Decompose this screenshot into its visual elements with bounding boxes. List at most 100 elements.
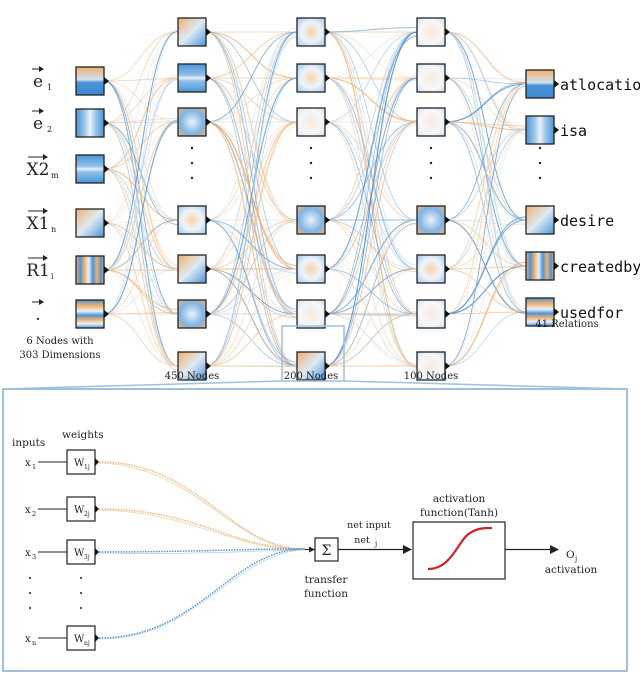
net-label: net — [354, 535, 370, 546]
connection-line — [444, 83, 527, 315]
hidden2-node — [296, 205, 330, 235]
connection-line — [103, 30, 179, 271]
ellipsis-dot — [429, 176, 433, 180]
connection-line — [324, 77, 418, 123]
weight-curves — [98, 461, 306, 640]
zoom-link-left — [2, 380, 283, 390]
layer1-label: 450 Nodes — [165, 371, 220, 382]
output-relation-label: atlocation — [560, 76, 640, 94]
vector-arrowhead — [39, 66, 44, 72]
connection-line — [205, 313, 298, 367]
ellipsis-dot — [190, 161, 194, 165]
weight-curve — [98, 462, 306, 551]
hidden1-node — [177, 205, 211, 235]
ellipsis-dot — [309, 176, 313, 180]
connection-line — [205, 365, 298, 368]
sum-symbol: Σ — [322, 543, 332, 559]
input-node — [75, 108, 109, 138]
weight-sub: 1j — [84, 464, 90, 471]
sum-input-arrowhead — [309, 546, 315, 553]
connection-line — [444, 85, 527, 367]
hidden2-node — [296, 63, 330, 93]
connection-line — [103, 30, 179, 124]
weight-label: W — [74, 505, 85, 516]
connection-line — [103, 312, 179, 315]
ellipsis-dot — [190, 176, 194, 180]
input-label: e — [33, 114, 43, 134]
outputs-caption: 41 Relations — [535, 319, 598, 330]
weight-curve — [98, 461, 306, 550]
ellipsis-dot — [538, 161, 542, 165]
connection-line — [444, 83, 527, 123]
weight-curve — [98, 549, 306, 554]
connection-line — [103, 222, 179, 315]
output-relation-label: createdby — [560, 258, 640, 276]
ellipsis-dot — [29, 577, 31, 579]
connection-line — [205, 121, 298, 315]
hidden2-node — [296, 254, 330, 284]
connection-line — [324, 223, 418, 367]
connection-line — [205, 268, 298, 315]
input-node — [75, 255, 109, 285]
hidden3-node — [416, 299, 450, 329]
ellipsis-dot — [29, 607, 31, 609]
connection-line — [205, 31, 298, 221]
neuron-input-sub: n — [32, 639, 36, 647]
input-label: X1 — [27, 214, 50, 234]
connection-line — [205, 273, 298, 367]
network-nodes — [75, 17, 559, 381]
weight-arrowhead — [95, 505, 99, 513]
net-input-label: net input — [347, 520, 391, 531]
connection-line — [103, 269, 179, 367]
hidden3-node — [416, 107, 450, 137]
connection-line — [444, 219, 527, 270]
highlight-box — [281, 325, 345, 382]
connection-line — [205, 219, 298, 315]
hidden1-node — [177, 351, 211, 381]
connection-line — [444, 121, 527, 127]
connection-line — [324, 77, 418, 122]
connection-line — [205, 121, 298, 367]
connection-line — [324, 32, 418, 123]
ellipsis-dot — [309, 161, 313, 165]
zoom-links — [2, 380, 628, 390]
weight-box — [66, 496, 96, 522]
connection-line — [103, 80, 179, 367]
output-node — [525, 115, 559, 145]
hidden2-node — [296, 107, 330, 137]
input-node — [75, 154, 109, 184]
hidden3-node — [416, 254, 450, 284]
connection-line — [444, 77, 527, 80]
hidden3-node — [416, 63, 450, 93]
input-subscript: m — [51, 171, 59, 180]
connection-line — [324, 268, 418, 315]
connection-line — [205, 268, 298, 367]
hidden1-node — [177, 17, 211, 47]
ellipsis-dot — [80, 607, 82, 609]
transfer-line2: function — [304, 588, 348, 600]
connection-line — [103, 268, 179, 315]
input-label: X2 — [27, 160, 50, 180]
connection-line — [103, 80, 179, 123]
connection-line — [324, 35, 418, 270]
hidden3-node — [416, 17, 450, 47]
input-node — [75, 66, 109, 96]
connection-line — [324, 121, 418, 221]
connection-line — [444, 216, 527, 315]
connection-line — [444, 219, 527, 367]
ellipsis-dots — [29, 577, 82, 609]
connection-line — [324, 121, 418, 367]
connection-line — [324, 31, 418, 315]
connection-line — [324, 121, 418, 315]
connection-line — [205, 77, 298, 367]
net-arrowhead — [403, 545, 412, 554]
ellipsis-dot — [429, 161, 433, 165]
weight-sub: 2j — [84, 511, 90, 518]
output-node — [525, 251, 559, 281]
hidden2-node — [296, 351, 330, 381]
connection-line — [444, 83, 527, 221]
connection-line — [103, 31, 179, 315]
